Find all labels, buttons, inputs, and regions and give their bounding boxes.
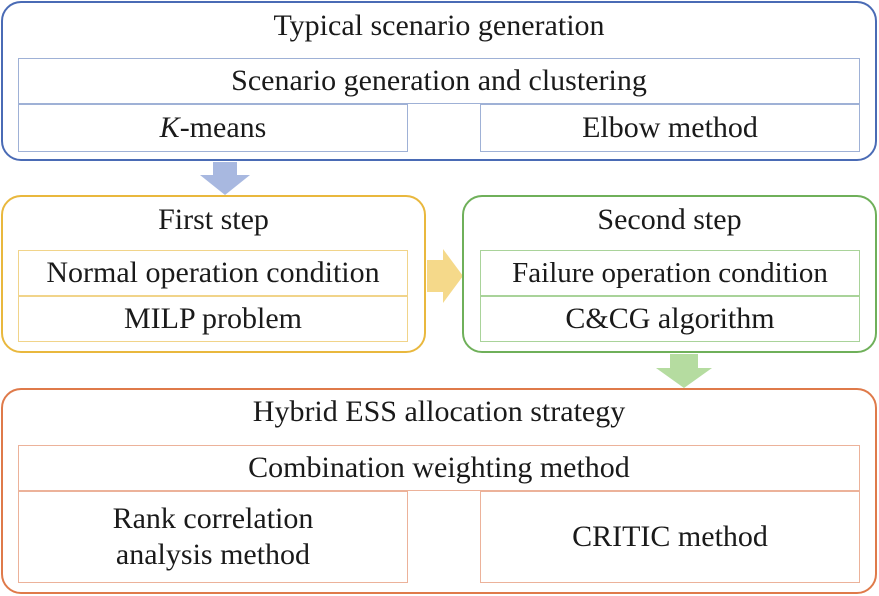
down-arrow-green [656,354,712,388]
combination-weighting-method-box: Combination weighting method [18,445,860,491]
kmeans-label: -means [179,111,267,144]
kmeans-k-label: K [159,111,180,144]
rank-correlation-line2: analysis method [115,538,311,571]
critic-method-box: CRITIC method [480,491,860,583]
second-step-title: Second step [597,203,742,236]
milp-problem-box: MILP problem [18,296,408,342]
scenario-generation-clustering-box: Scenario generation and clustering [18,58,860,104]
elbow-method-box: Elbow method [480,104,860,152]
kmeans-box: K-means [18,104,408,152]
hybrid-ess-allocation-title: Hybrid ESS allocation strategy [252,395,626,428]
right-arrow-yellow [427,249,463,303]
down-arrow-blue [200,162,250,195]
failure-operation-condition-box: Failure operation condition [480,250,860,296]
first-step-title: First step [158,203,269,236]
ccg-algorithm-box: C&CG algorithm [480,296,860,342]
normal-operation-condition-box: Normal operation condition [18,250,408,296]
rank-correlation-analysis-box: Rank correlation analysis method [18,491,408,583]
typical-scenario-generation-title: Typical scenario generation [273,9,605,42]
rank-correlation-line1: Rank correlation [112,502,314,535]
